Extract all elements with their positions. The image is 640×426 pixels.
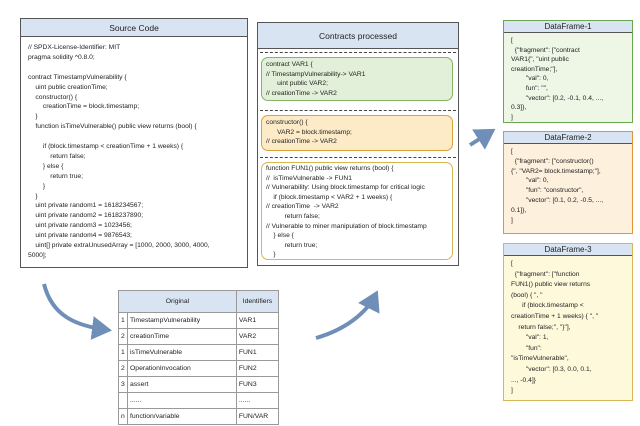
code-line: 5000];: [28, 251, 47, 259]
code-line: pragma solidity ^0.8.0;: [28, 53, 95, 61]
code-line: [: [511, 37, 513, 44]
contracts-processed-panel: Contracts processed contract VAR1 { // Ti…: [257, 22, 459, 266]
code-line: ..., -0.4]}: [511, 376, 536, 384]
constructor-block: constructor() { VAR2 = block.timestamp; /…: [261, 115, 453, 151]
dataframe-1-title: DataFrame-1: [504, 21, 632, 33]
code-line: return false;", "}"],: [511, 323, 571, 331]
mapping-header-row: Original Identifiers: [118, 290, 280, 313]
code-line: // creationTime -> VAR2: [266, 89, 337, 97]
dataframe-3-title: DataFrame-3: [504, 244, 632, 256]
code-line: constructor() {: [28, 93, 78, 101]
code-line: ]: [511, 113, 513, 121]
code-line: constructor() {: [266, 119, 308, 126]
code-line: uint public VAR2;: [266, 80, 328, 88]
code-line: uint private random3 = 1023456;: [28, 222, 132, 230]
identifier: FUN/VAR: [235, 408, 280, 425]
code-line: uint private random4 = 9876543;: [28, 232, 132, 240]
code-line: // SPDX-License-Identifier: MIT: [28, 44, 121, 51]
code-line: function isTimeVulnerable() public view …: [28, 123, 197, 131]
code-line: "val": 1,: [511, 334, 549, 342]
code-line: "vector": [0.3, 0.0, 0.1,: [511, 366, 592, 373]
original-name: function/variable: [127, 408, 237, 425]
arrow-table-to-contracts: [315, 290, 380, 340]
code-line: [: [511, 260, 513, 267]
contract-block: contract VAR1 { // TimestampVulnerability…: [261, 57, 453, 101]
code-line: "val": 0,: [511, 75, 549, 83]
arrow-source-to-table: [42, 283, 112, 340]
code-line: {"fragment": ["function: [511, 270, 580, 278]
code-line: "isTimeVulnerable",: [511, 355, 569, 363]
row-number: n: [118, 408, 128, 425]
code-line: uint public creationTime;: [28, 83, 108, 91]
code-line: if (block.timestamp < VAR2 + 1 weeks) {: [266, 193, 393, 201]
code-line: "val": 0,: [511, 177, 549, 185]
code-line: uint[] private extraUnusedArray = [1000,…: [28, 242, 210, 249]
code-line: // creationTime -> VAR2: [266, 138, 337, 146]
dataframe-2-title: DataFrame-2: [504, 132, 632, 144]
code-line: "vector": [0.1, 0.2, -0.5, ...,: [511, 197, 604, 204]
separator-2: [260, 110, 456, 111]
code-line: "fun": "constructor",: [511, 187, 584, 195]
code-line: // creationTime -> VAR2: [266, 203, 339, 211]
code-line: 0.1]},: [511, 206, 527, 214]
code-line: }: [28, 113, 38, 121]
source-code-panel: Source Code // SPDX-License-Identifier: …: [20, 18, 248, 268]
code-line: {", "VAR2= block.timestamp;"],: [511, 167, 601, 175]
code-line: creationTime = block.timestamp;: [28, 103, 140, 111]
code-line: 0.3]},: [511, 104, 527, 112]
code-line: contract VAR1 {: [266, 61, 313, 68]
code-line: "vector": [0.2, -0.1, 0.4, ...,: [511, 94, 604, 102]
code-line: return true;: [266, 241, 318, 249]
code-line: return false;: [28, 152, 86, 160]
separator-1: [260, 52, 456, 53]
code-line: VAR2 = block.timestamp;: [266, 128, 352, 136]
code-line: return false;: [266, 213, 320, 220]
code-line: fun": "",: [511, 85, 548, 92]
code-line: // isTimeVulnerable -> FUN1: [266, 174, 352, 182]
code-line: creationTime + 1 weeks) { ", ": [511, 313, 599, 320]
code-line: contract TimestampVulnerability {: [28, 73, 127, 81]
code-line: return true;: [28, 172, 84, 180]
code-line: if (block.timestamp <: [511, 302, 584, 310]
code-line: // Vulnerable to miner manipulation of b…: [266, 222, 427, 230]
code-line: if (block.timestamp < creationTime + 1 w…: [28, 143, 184, 150]
code-line: (bool) { ", ": [511, 291, 543, 299]
code-line: [: [511, 148, 513, 155]
contracts-processed-title: Contracts processed: [258, 23, 458, 49]
identifiers-column-header: Identifiers: [235, 290, 280, 313]
code-line: {"fragment": ["constructor(): [511, 157, 594, 165]
code-line: uint private random2 = 1618237890;: [28, 212, 144, 220]
code-line: }: [28, 192, 38, 200]
dataframe-2: DataFrame-2 [ {"fragment": ["constructor…: [503, 131, 633, 234]
code-line: // TimestampVulnerability-> VAR1: [266, 70, 366, 78]
code-line: } else {: [28, 162, 64, 170]
source-code-title: Source Code: [21, 19, 247, 37]
code-line: FUN1() public view returns: [511, 281, 591, 289]
code-line: creationTime;"],: [511, 65, 558, 73]
code-line: VAR1{", "uint public: [511, 56, 569, 64]
code-line: }: [266, 251, 276, 259]
code-line: } else {: [266, 232, 294, 240]
code-line: uint private random1 = 1618234567;: [28, 202, 144, 210]
separator-3: [260, 157, 456, 158]
code-line: "fun":: [511, 344, 542, 352]
arrow-contracts-to-dataframes: [468, 128, 496, 150]
code-line: ]: [511, 216, 513, 224]
code-line: ]: [511, 387, 513, 395]
code-line: function FUN1() public view returns (boo…: [266, 165, 394, 172]
code-line: }: [28, 182, 46, 190]
code-line: // Vulnerability: Using block.timestamp …: [266, 184, 425, 192]
function-block: function FUN1() public view returns (boo…: [261, 162, 453, 260]
code-line: {"fragment": ["contract: [511, 46, 580, 54]
